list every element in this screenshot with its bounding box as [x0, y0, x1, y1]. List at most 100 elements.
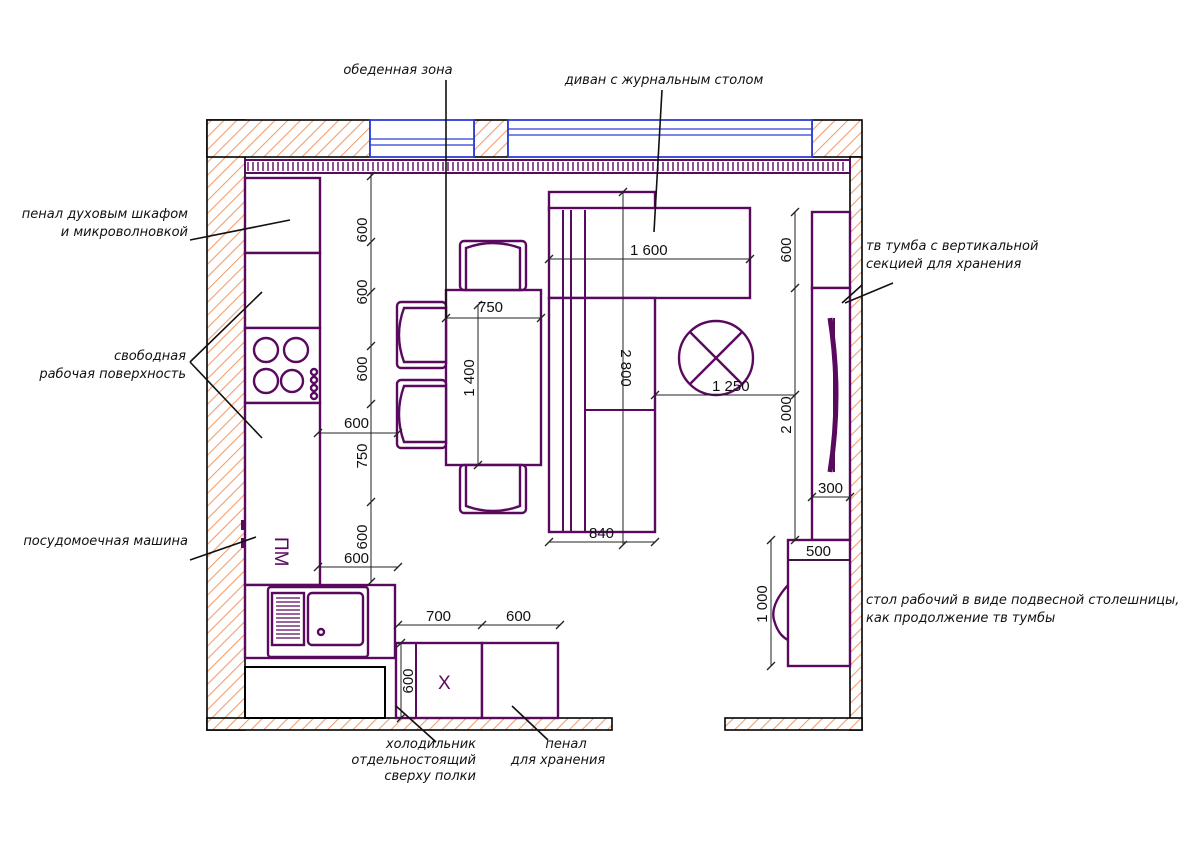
dimension-tick	[393, 562, 403, 572]
fridge-mark: X	[438, 673, 451, 694]
dimension-tick	[473, 300, 483, 310]
hob-knobs	[309, 367, 319, 401]
chair-bottom	[458, 463, 528, 515]
kitchen-units: ПМ	[241, 176, 397, 719]
dimension-texts: 600 600 600 750 600 600 600 750 1 400 1 …	[344, 217, 843, 693]
hob-ring	[252, 367, 280, 395]
dimension-tick	[313, 428, 323, 438]
dimension-tick	[393, 428, 403, 438]
dimension-tick	[366, 341, 376, 351]
dim-left-1: 600	[354, 217, 371, 242]
dim-tv-top: 600	[778, 237, 795, 262]
wall-left	[206, 119, 246, 731]
dimension-tick	[366, 497, 376, 507]
dimension-tick	[555, 620, 565, 630]
chair-top	[458, 239, 528, 292]
dimension-tick	[536, 313, 546, 323]
dim-tv-depth: 300	[818, 480, 843, 497]
desk-chair	[772, 584, 789, 642]
wall-top-left	[206, 119, 371, 158]
dimension-tick	[366, 237, 376, 247]
dim-tv-run: 2 000	[778, 396, 795, 434]
dining-table	[444, 288, 543, 467]
bottom-left-cabinet	[244, 666, 386, 719]
dimension-tick	[396, 638, 406, 648]
hob-ring	[282, 336, 310, 364]
wall-bottom-right	[724, 717, 863, 731]
radiator	[244, 159, 851, 174]
annotations: обеденная зона диван с журнальным столом…	[22, 63, 1180, 784]
dimension-tick	[618, 187, 628, 197]
hob-ring	[252, 336, 280, 364]
label-tv-unit-2: секцией для хранения	[866, 257, 1021, 272]
dimension-lines	[318, 172, 850, 718]
corner-sofa	[547, 190, 755, 534]
dimension-tick	[396, 713, 406, 723]
dimension-tick	[366, 577, 376, 587]
dim-left-5: 600	[354, 524, 371, 549]
label-tv-unit-1: тв тумба с вертикальной	[866, 239, 1038, 254]
label-pantry-1: пенал	[545, 737, 586, 752]
dimension-tick	[393, 620, 403, 630]
tv-unit	[772, 210, 852, 668]
dishwasher-mark: ПМ	[270, 537, 291, 566]
dining-zone	[395, 239, 543, 515]
label-fridge-1: холодильник	[385, 737, 476, 752]
dimension-tick	[650, 390, 660, 400]
wall-top-right	[811, 119, 863, 158]
dim-sofa-width: 1 600	[630, 242, 668, 259]
dimension-tick	[790, 390, 800, 400]
fridge-pantry: X	[394, 641, 560, 720]
dim-desk-length: 1 000	[754, 585, 771, 623]
sink-unit	[266, 585, 370, 659]
label-fridge-3: сверху полки	[384, 769, 476, 784]
dimension-tick	[650, 537, 660, 547]
dim-sofa-length: 2 800	[617, 349, 634, 387]
dimension-tick	[766, 535, 776, 545]
sink-drainboard	[270, 591, 306, 647]
label-dining-zone: обеденная зона	[343, 63, 452, 78]
label-desk-2: как продолжение тв тумбы	[866, 611, 1055, 626]
dimension-tick	[845, 492, 855, 502]
dimension-tick	[790, 283, 800, 293]
label-sofa: диван с журнальным столом	[564, 73, 764, 88]
tv-screen	[827, 317, 839, 473]
dimension-tick	[618, 540, 628, 550]
dimension-tick	[313, 562, 323, 572]
label-free-surface-2: рабочая поверхность	[38, 367, 186, 382]
dimension-tick	[366, 399, 376, 409]
label-dishwasher: посудомоечная машина	[23, 534, 188, 549]
leader-lines	[189, 80, 894, 743]
dim-sofa-depth: 840	[589, 525, 614, 542]
label-oven-tall-2: и микроволновкой	[61, 225, 188, 240]
dim-fridge-width: 700	[426, 608, 451, 625]
windows	[369, 119, 813, 158]
dimension-tick	[544, 254, 554, 264]
wall-right	[849, 156, 863, 731]
label-desk-1: стол рабочий в виде подвесной столешницы…	[866, 593, 1179, 608]
label-pantry-2: для хранения	[510, 753, 606, 768]
dimension-tick	[366, 171, 376, 181]
dim-table-length: 1 400	[461, 359, 478, 397]
dimension-tick	[366, 287, 376, 297]
dimension-tick	[477, 620, 487, 630]
counter-upper	[243, 251, 322, 330]
dim-left-2: 600	[354, 279, 371, 304]
label-oven-tall-1: пенал духовым шкафом	[22, 207, 188, 222]
chair-left-lower	[395, 378, 448, 450]
tv-top-section	[810, 210, 852, 290]
dimension-tick	[790, 207, 800, 217]
dim-pantry-width: 600	[506, 608, 531, 625]
label-fridge-2: отдельностоящий	[351, 753, 476, 768]
hob-unit	[243, 326, 322, 405]
label-free-surface-1: свободная	[114, 349, 186, 364]
dim-desk-width: 500	[806, 543, 831, 560]
hob-ring	[279, 368, 305, 394]
pantry-unit	[480, 641, 560, 720]
dim-counter-depth-2: 600	[344, 550, 369, 567]
dim-coffee-table: 1 250	[712, 378, 750, 395]
chair-left-upper	[395, 300, 448, 370]
dim-table-width: 750	[478, 299, 503, 316]
dim-counter-depth-1: 600	[344, 415, 369, 432]
